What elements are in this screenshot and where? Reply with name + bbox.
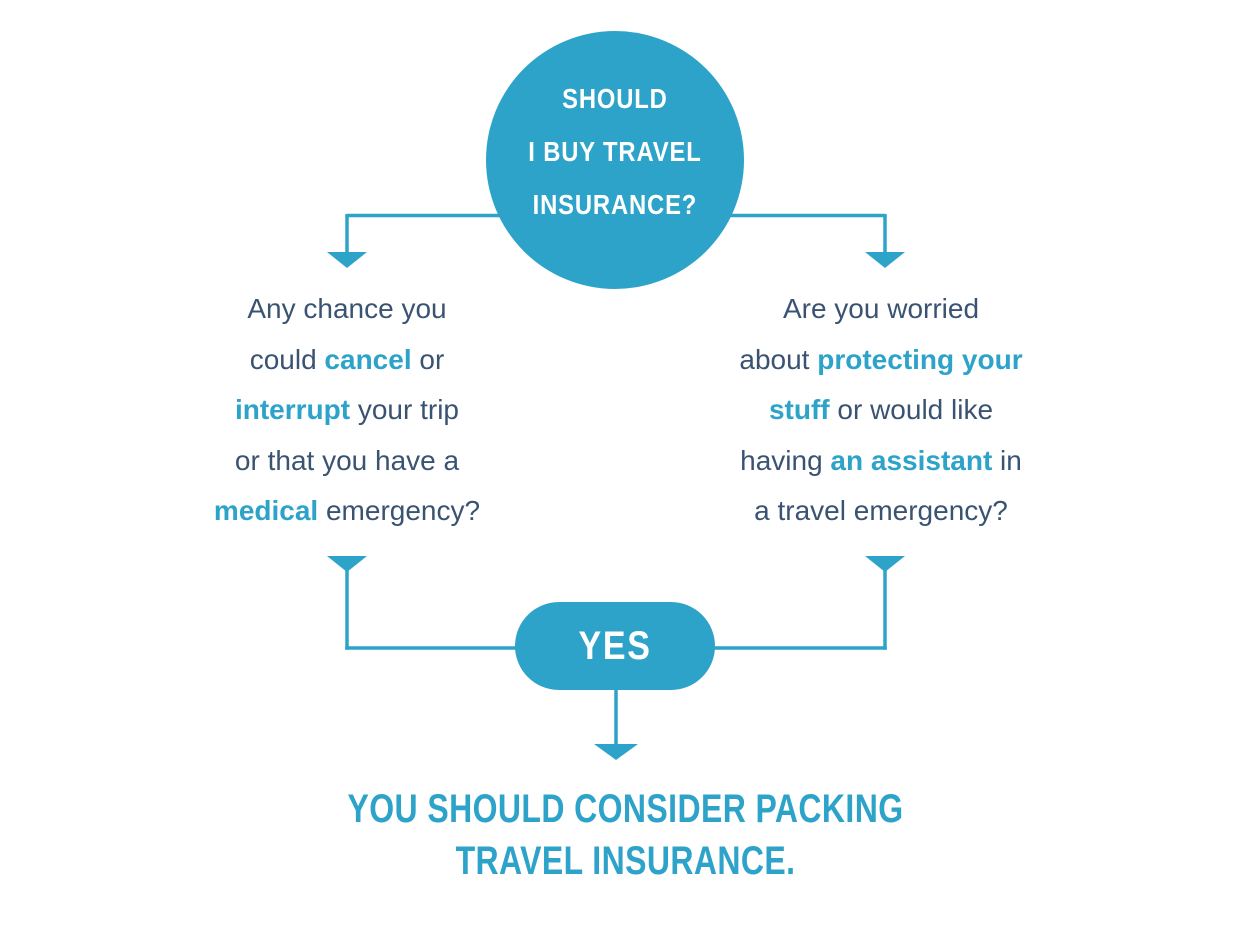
plain-text: or would like [829, 394, 994, 425]
left-branch-arrowhead-icon [327, 252, 367, 268]
right-merge-arrowhead-icon [865, 556, 905, 572]
plain-text: could [249, 343, 325, 375]
left-merge-arrowhead-icon [327, 556, 367, 572]
right-branch-arrowhead-icon [865, 252, 905, 268]
plain-text: Any chance you [247, 293, 447, 324]
highlight-text: medical [213, 495, 319, 526]
plain-text: Are you worried [782, 293, 980, 324]
highlight-text: stuff [768, 394, 830, 425]
plain-text: in [992, 444, 1022, 476]
plain-text: having [740, 444, 831, 476]
conclusion-arrowhead-icon [594, 744, 638, 760]
yes-node: YES [515, 602, 715, 690]
right-question-text: Are you worried about protecting your stuf… [700, 284, 1062, 537]
plain-text: or that you have a [234, 444, 460, 476]
plain-text: emergency? [318, 495, 481, 526]
yes-label: YES [578, 623, 652, 668]
plain-text: your trip [350, 394, 460, 425]
highlight-text: an assistant [830, 444, 993, 476]
highlight-text: cancel [324, 343, 412, 375]
plain-text: or [411, 343, 445, 375]
plain-text: about [739, 343, 818, 375]
left-question-text: Any chance you could cancel or interrupt y… [167, 284, 527, 537]
highlight-text: interrupt [234, 394, 351, 425]
highlight-text: protecting your [817, 343, 1023, 375]
plain-text: a travel emergency? [754, 495, 1008, 526]
